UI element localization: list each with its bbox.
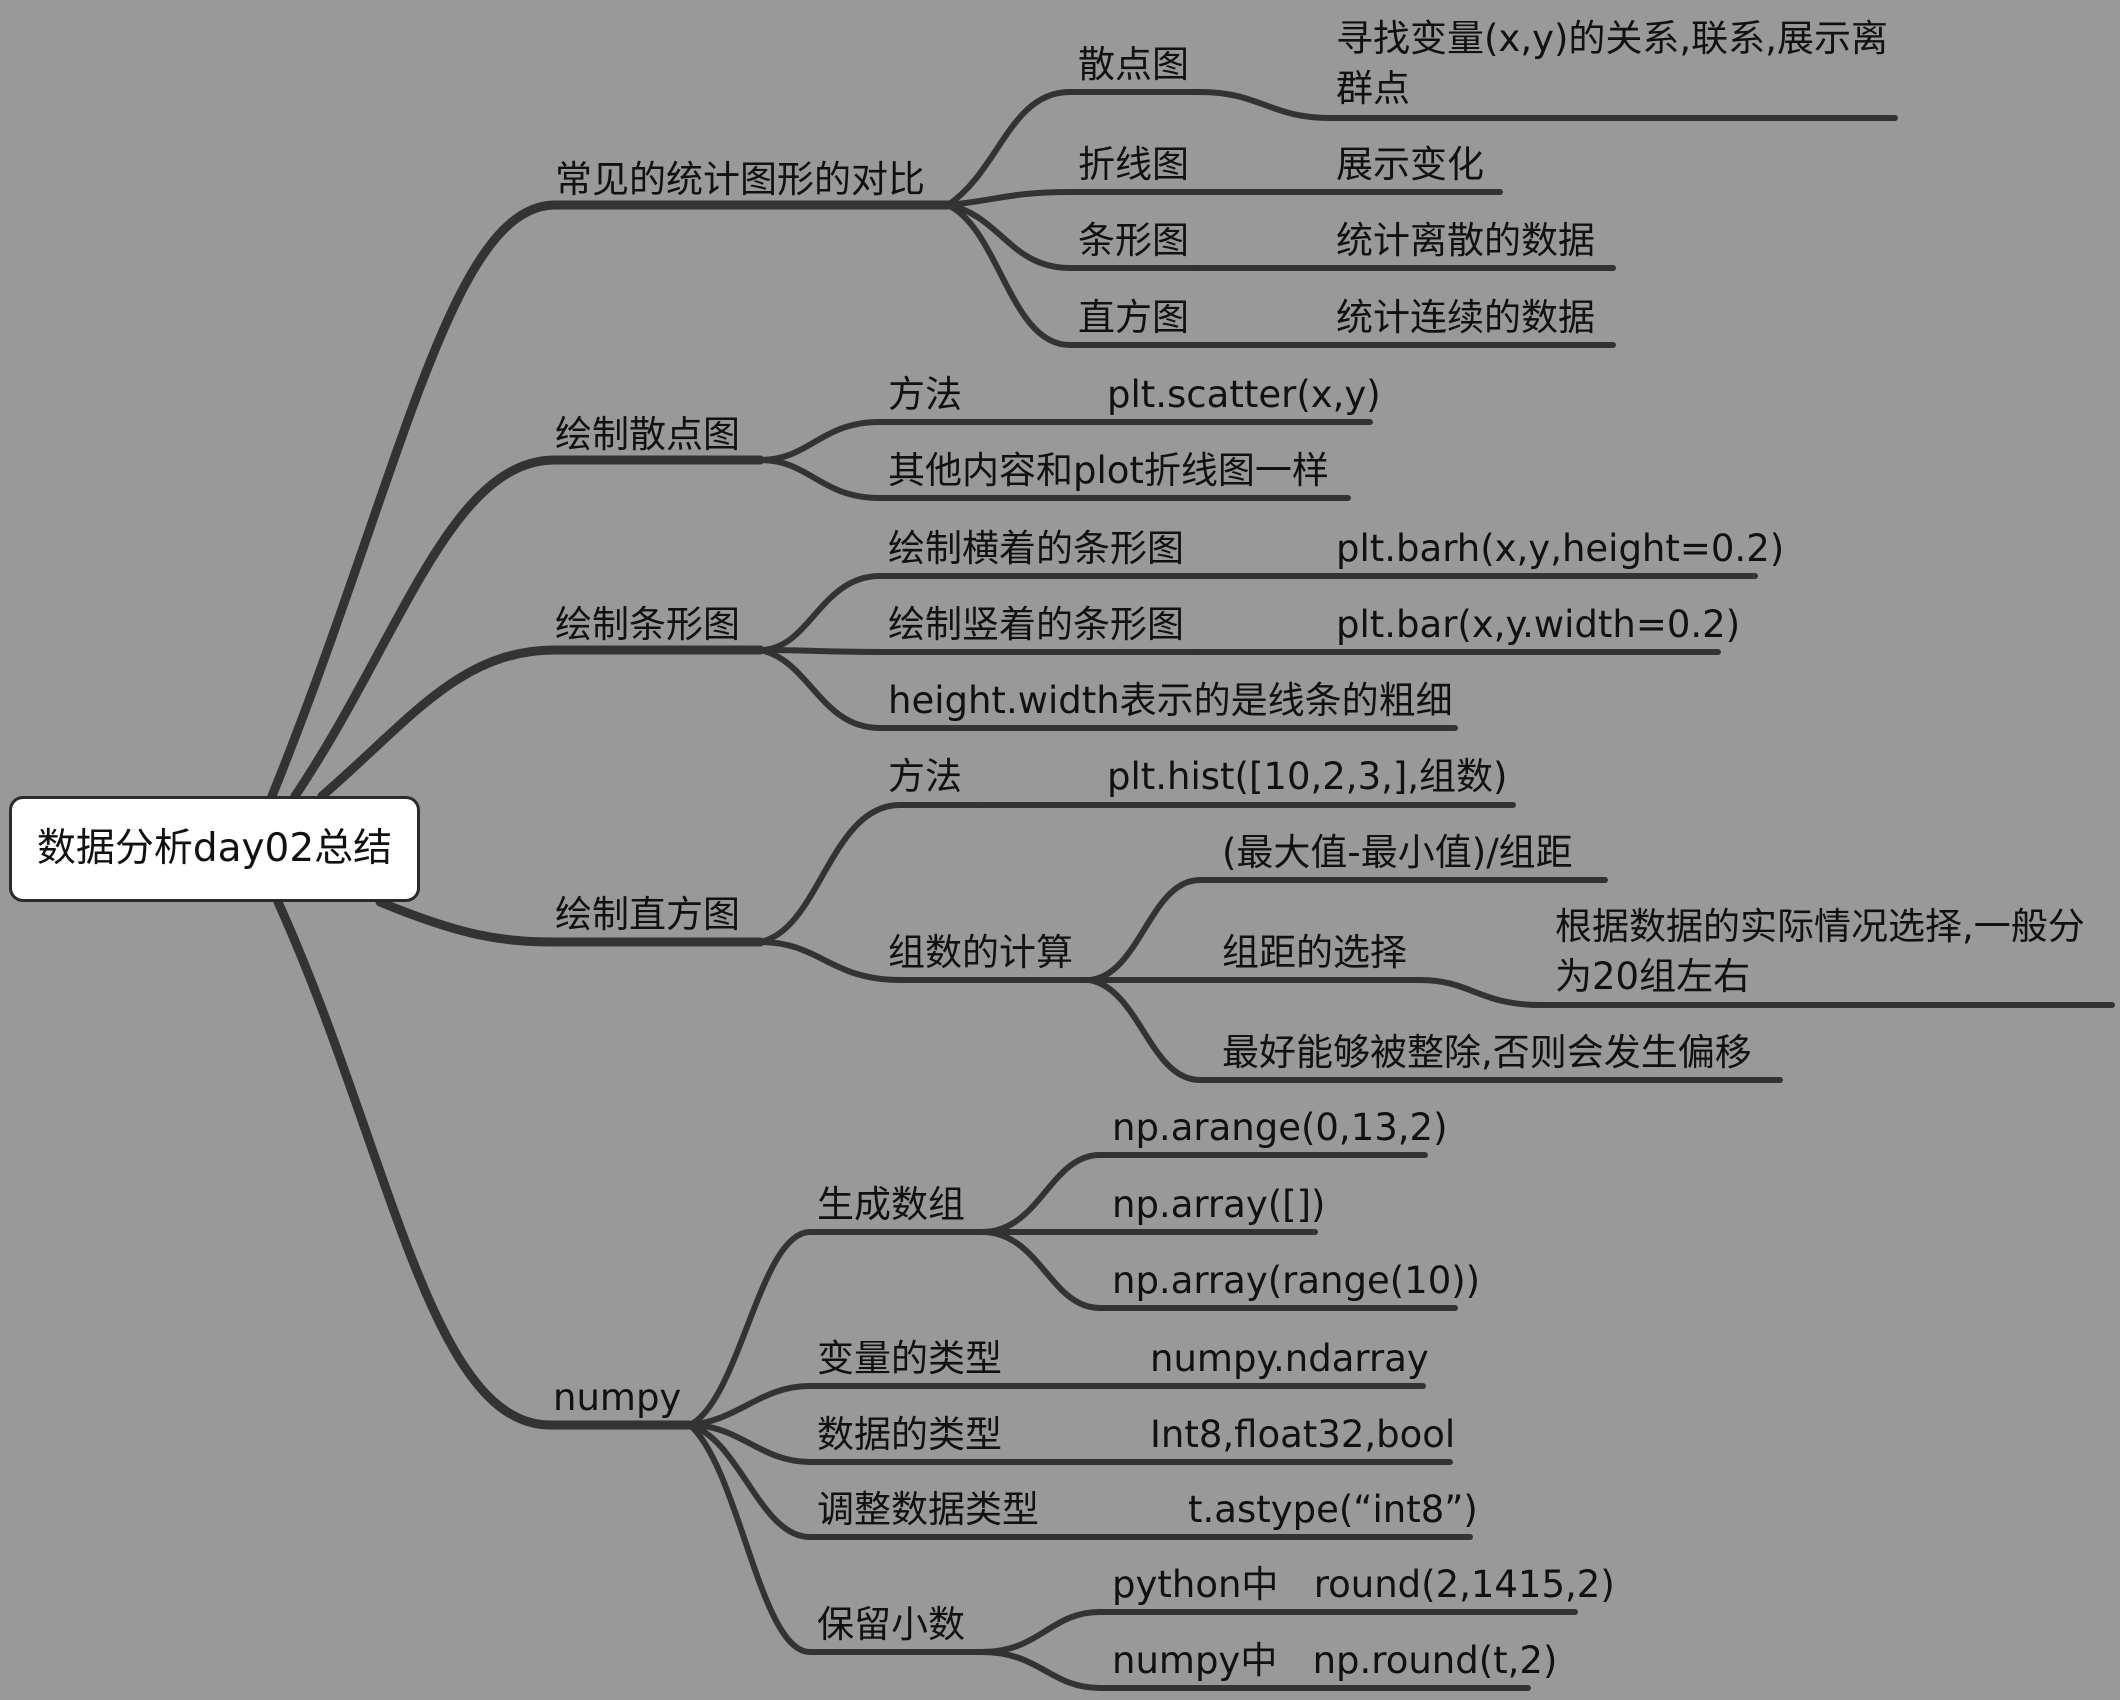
value-python-round[interactable]: python中 round(2,1415,2) xyxy=(1112,1563,1615,1606)
branch-scatter[interactable]: 绘制散点图 xyxy=(555,413,740,456)
value-numpy-round[interactable]: numpy中 np.round(t,2) xyxy=(1112,1639,1558,1682)
node-hist-divisible[interactable]: 最好能够被整除,否则会发生偏移 xyxy=(1222,1031,1752,1074)
node-hist-width-choice[interactable]: 组距的选择 xyxy=(1222,931,1407,974)
node-hist-formula[interactable]: (最大值-最小值)/组距 xyxy=(1222,831,1573,874)
branch-hist[interactable]: 绘制直方图 xyxy=(555,893,740,936)
line-root-compare xyxy=(267,200,953,801)
branch-numpy[interactable]: numpy xyxy=(553,1376,682,1419)
value-numpy-array[interactable]: np.array([]) xyxy=(1112,1183,1326,1226)
desc-line-chart[interactable]: 展示变化 xyxy=(1336,143,1484,186)
node-scatter-other[interactable]: 其他内容和plot折线图一样 xyxy=(888,449,1329,492)
desc-histogram[interactable]: 统计连续的数据 xyxy=(1336,296,1595,339)
node-bar-vertical[interactable]: 绘制竖着的条形图 xyxy=(888,603,1184,646)
line-root-scatter xyxy=(290,455,765,801)
value-numpy-array-range[interactable]: np.array(range(10)) xyxy=(1112,1259,1481,1302)
root-node[interactable]: 数据分析day02总结 xyxy=(9,796,420,902)
value-hist-method[interactable]: plt.hist([10,2,3,],组数) xyxy=(1107,755,1508,798)
sub-branch-lines xyxy=(687,89,2115,1691)
line-root-numpy xyxy=(273,897,695,1430)
value-bar-vertical[interactable]: plt.bar(x,y.width=0.2) xyxy=(1336,603,1741,646)
line-root-bar xyxy=(317,645,765,801)
node-hist-bins[interactable]: 组数的计算 xyxy=(888,931,1073,974)
node-scatter-method[interactable]: 方法 xyxy=(888,373,962,416)
node-numpy-astype[interactable]: 调整数据类型 xyxy=(817,1488,1039,1531)
desc-scatter-chart[interactable]: 寻找变量(x,y)的关系,联系,展示离群点 xyxy=(1336,17,1888,110)
value-bar-horizontal[interactable]: plt.barh(x,y,height=0.2) xyxy=(1336,527,1785,570)
node-histogram[interactable]: 直方图 xyxy=(1078,296,1189,339)
node-hist-method[interactable]: 方法 xyxy=(888,755,962,798)
node-scatter-chart[interactable]: 散点图 xyxy=(1078,43,1189,86)
value-numpy-var-type[interactable]: numpy.ndarray xyxy=(1150,1337,1429,1380)
branch-compare[interactable]: 常见的统计图形的对比 xyxy=(555,158,925,201)
node-numpy-gen[interactable]: 生成数组 xyxy=(817,1183,965,1226)
node-line-chart[interactable]: 折线图 xyxy=(1078,143,1189,186)
value-scatter-method[interactable]: plt.scatter(x,y) xyxy=(1107,373,1381,416)
node-numpy-round[interactable]: 保留小数 xyxy=(817,1603,965,1646)
branch-bar[interactable]: 绘制条形图 xyxy=(555,603,740,646)
value-hist-width-choice[interactable]: 根据数据的实际情况选择,一般分为20组左右 xyxy=(1555,905,2085,998)
node-bar-note[interactable]: height.width表示的是线条的粗细 xyxy=(888,679,1453,722)
node-bar-horizontal[interactable]: 绘制横着的条形图 xyxy=(888,527,1184,570)
value-numpy-astype[interactable]: t.astype(“int8”) xyxy=(1188,1488,1478,1531)
value-numpy-arange[interactable]: np.arange(0,13,2) xyxy=(1112,1106,1448,1149)
node-bar-chart[interactable]: 条形图 xyxy=(1078,219,1189,262)
desc-bar-chart[interactable]: 统计离散的数据 xyxy=(1336,219,1595,262)
node-numpy-data-type[interactable]: 数据的类型 xyxy=(817,1413,1002,1456)
root-branch-lines xyxy=(267,200,953,1430)
value-numpy-data-type[interactable]: Int8,float32,bool xyxy=(1150,1413,1456,1456)
line-root-hist xyxy=(375,897,765,947)
node-numpy-var-type[interactable]: 变量的类型 xyxy=(817,1337,1002,1380)
